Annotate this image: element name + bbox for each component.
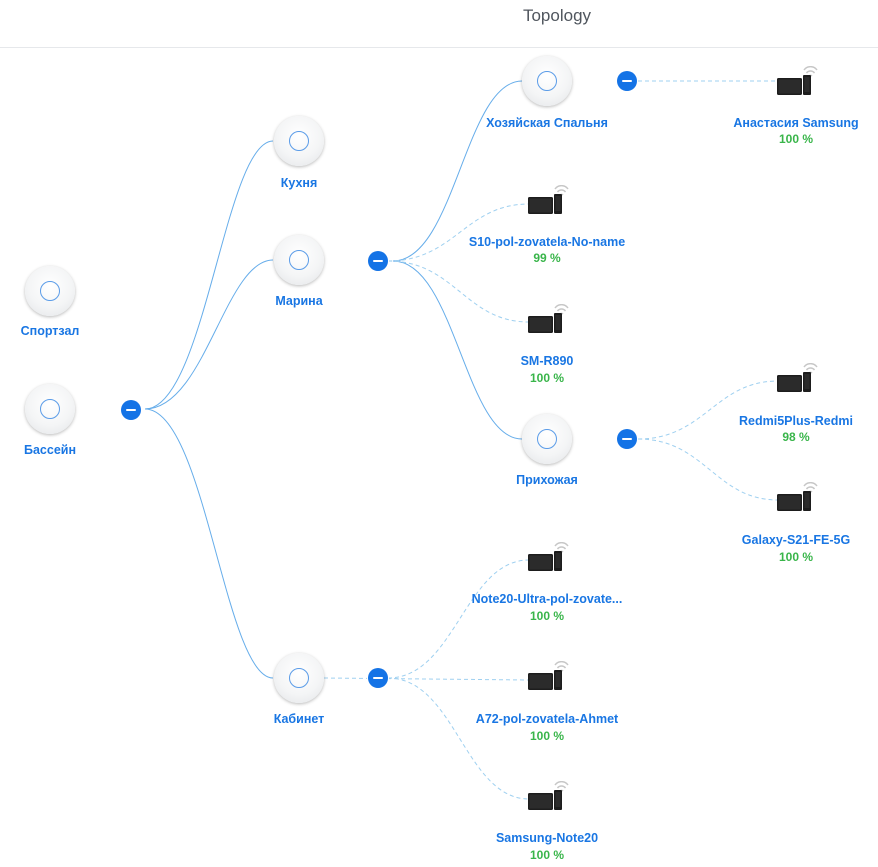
wireless-prihozhaya-galaxy	[637, 438, 779, 501]
collapse-toggle-kabinet[interactable]	[368, 668, 388, 688]
ap-bassein-label[interactable]: Бассейн	[23, 443, 77, 457]
link-marina-prihozhaya	[392, 260, 523, 440]
collapse-toggle-marina[interactable]	[368, 251, 388, 271]
client-note20ultra-label[interactable]: Note20-Ultra-pol-zovate...	[471, 592, 623, 606]
link-bassein-marina	[144, 259, 274, 410]
client-s10-signal: 99 %	[533, 251, 561, 265]
client-anastasia-signal: 100 %	[778, 132, 814, 146]
client-note20ultra-signal: 100 %	[529, 609, 565, 623]
client-a72-label[interactable]: A72-pol-zovatela-Ahmet	[475, 712, 619, 726]
ap-prihozhaya-label[interactable]: Прихожая	[516, 473, 578, 487]
client-redmi-signal: 98 %	[782, 430, 810, 444]
wireless-kabinet-a72	[323, 677, 530, 681]
ap-kabinet-icon[interactable]	[274, 653, 324, 703]
wireless-marina-smr890	[387, 260, 530, 323]
client-smr890-signal: 100 %	[529, 371, 565, 385]
ap-sportzal-label[interactable]: Спортзал	[20, 324, 80, 338]
ap-hozyaiskaya-icon[interactable]	[522, 56, 572, 106]
page-header: Topology	[0, 0, 878, 48]
client-smr890-label[interactable]: SM-R890	[520, 354, 574, 368]
client-redmi-label[interactable]: Redmi5Plus-Redmi	[739, 414, 853, 428]
device-icon-anastasia[interactable]	[776, 66, 818, 96]
device-icon-galaxy[interactable]	[776, 482, 818, 512]
client-galaxy-signal: 100 %	[778, 550, 814, 564]
client-s10-label[interactable]: S10-pol-zovatela-No-name	[468, 235, 626, 249]
ap-kuhnya-icon[interactable]	[274, 116, 324, 166]
wireless-kabinet-note20	[387, 677, 530, 800]
client-a72-signal: 100 %	[529, 729, 565, 743]
client-note20-label[interactable]: Samsung-Note20	[495, 831, 599, 845]
collapse-toggle-prihozhaya[interactable]	[617, 429, 637, 449]
client-note20-signal: 100 %	[529, 848, 565, 862]
page-title: Topology	[522, 6, 592, 25]
device-icon-s10[interactable]	[527, 185, 569, 215]
ap-marina-icon[interactable]	[274, 235, 324, 285]
device-icon-a72[interactable]	[527, 661, 569, 691]
ap-marina-label[interactable]: Марина	[275, 294, 323, 308]
device-icon-note20[interactable]	[527, 781, 569, 811]
ap-sportzal-icon[interactable]	[25, 266, 75, 316]
collapse-toggle-bassein[interactable]	[121, 400, 141, 420]
wireless-prihozhaya-redmi	[637, 380, 779, 440]
link-marina-hozyaiskaya	[392, 80, 523, 262]
link-bassein-kuhnya	[144, 140, 274, 410]
ap-bassein-icon[interactable]	[25, 384, 75, 434]
device-icon-smr890[interactable]	[527, 304, 569, 334]
client-galaxy-label[interactable]: Galaxy-S21-FE-5G	[741, 533, 851, 547]
collapse-toggle-hozyaiskaya[interactable]	[617, 71, 637, 91]
link-bassein-kabinet	[144, 408, 274, 679]
device-icon-redmi[interactable]	[776, 363, 818, 393]
ap-kabinet-label[interactable]: Кабинет	[273, 712, 325, 726]
ap-hozyaiskaya-label[interactable]: Хозяйская Спальня	[486, 116, 608, 130]
ap-kuhnya-label[interactable]: Кухня	[280, 176, 318, 190]
wireless-marina-s10	[387, 203, 530, 262]
wireless-kabinet-note20ultra	[387, 559, 530, 679]
device-icon-note20ultra[interactable]	[527, 542, 569, 572]
ap-prihozhaya-icon[interactable]	[522, 414, 572, 464]
client-anastasia-label[interactable]: Анастасия Samsung	[733, 116, 859, 130]
